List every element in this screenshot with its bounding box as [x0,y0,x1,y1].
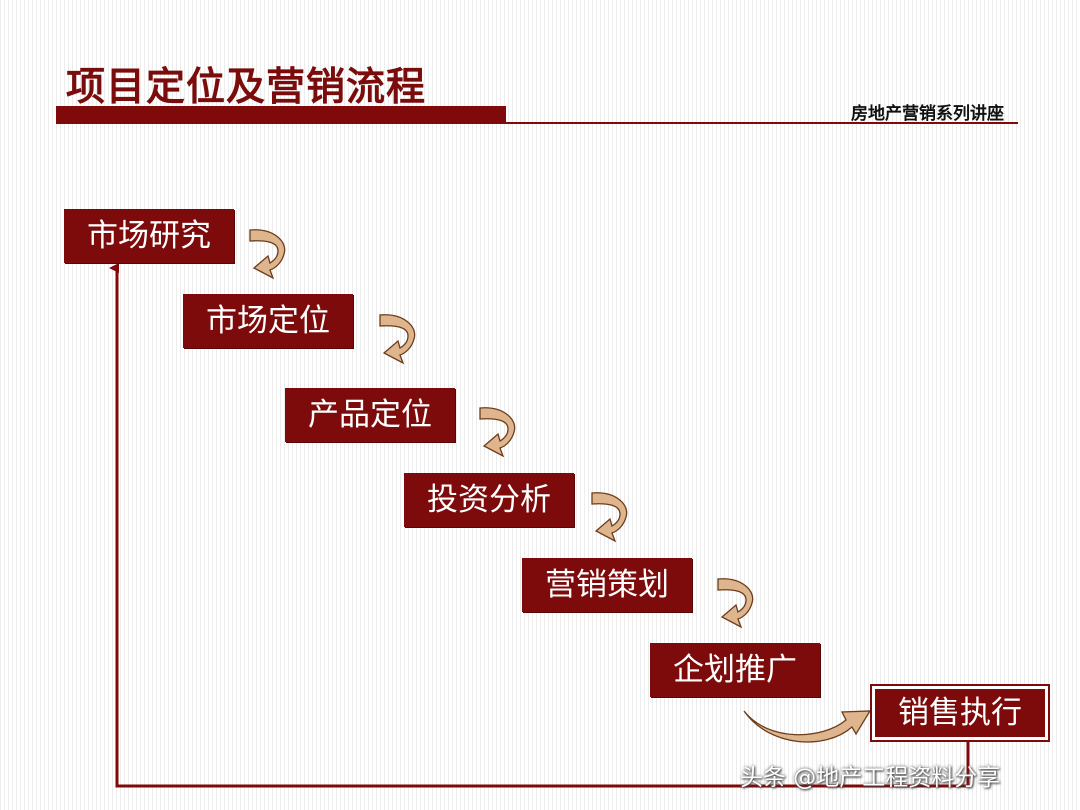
slide-title: 项目定位及营销流程 [66,65,427,110]
step-market-research: 市场研究 [64,209,234,263]
step-market-positioning: 市场定位 [183,294,353,348]
header-divider-line [56,122,1018,124]
curved-arrow-4 [591,492,628,543]
title-underline-bar [56,106,506,124]
curved-arrow-1 [249,229,286,280]
step-product-positioning: 产品定位 [285,388,455,442]
step-promotion: 企划推广 [650,643,820,697]
curved-arrow-5 [717,578,754,629]
curved-arrow-6 [743,710,872,743]
curved-arrow-2 [379,314,416,365]
step-investment-analysis: 投资分析 [404,473,574,527]
watermark-text: 头条 @地产工程资料分享 [740,765,1001,791]
step-sales-execution: 销售执行 [870,684,1050,742]
return-loop-arrow [109,263,970,788]
series-subtitle: 房地产营销系列讲座 [851,104,1004,124]
step-marketing-planning: 营销策划 [522,558,692,612]
curved-arrow-3 [479,407,516,458]
